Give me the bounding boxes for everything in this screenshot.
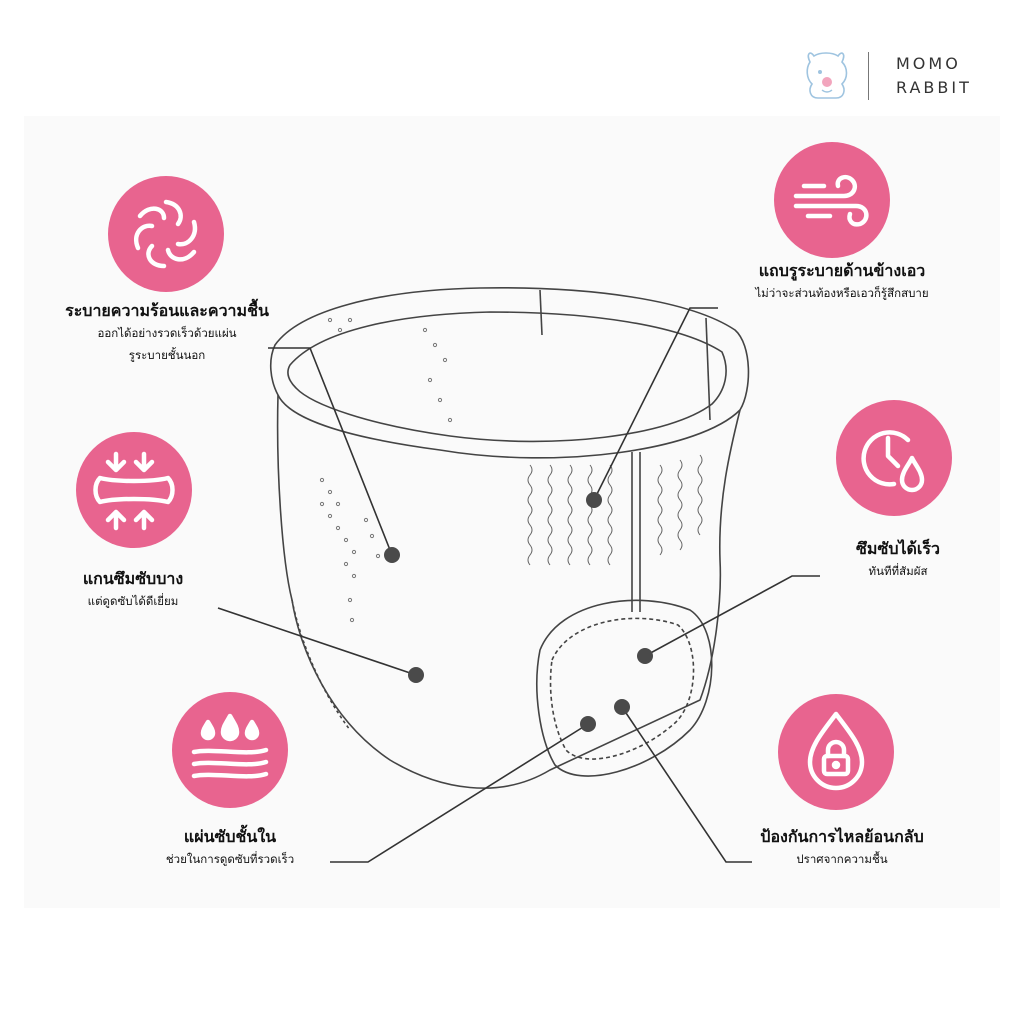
feature-label-4: ซึมซับได้เร็ว ทันทีที่สัมผัส bbox=[830, 538, 966, 582]
feature-label-5: แผ่นซับชั้นใน ช่วยในการดูดซับที่รวดเร็ว bbox=[140, 826, 320, 870]
feature-desc-5a: ช่วยในการดูดซับที่รวดเร็ว bbox=[165, 852, 295, 866]
feature-desc-2a: ไม่ว่าจะส่วนท้องหรือเอวก็รู้สึกสบาย bbox=[755, 286, 929, 300]
waistband-inner bbox=[287, 311, 727, 443]
pointer-dot-1 bbox=[384, 547, 400, 563]
swirl-icon bbox=[108, 176, 224, 292]
brand-logo: MOMO RABBIT bbox=[800, 48, 990, 104]
feature-desc-1a: ออกได้อย่างรวดเร็วด้วยแผ่น bbox=[97, 326, 237, 340]
diaper-body bbox=[276, 394, 741, 789]
feature-label-3: แกนซึมซับบาง แต่ดูดซับได้ดีเยี่ยม bbox=[58, 568, 208, 612]
feature-desc-1b: รูระบายชั้นนอก bbox=[128, 348, 206, 362]
brand-line-2: RABBIT bbox=[896, 78, 972, 97]
leader-line-1 bbox=[268, 347, 393, 556]
perforation-upper bbox=[327, 317, 453, 423]
feature-label-1: ระบายความร้อนและความชื้น ออกได้อย่างรวดเ… bbox=[52, 300, 282, 366]
feature-title-1: ระบายความร้อนและความชื้น bbox=[65, 301, 269, 320]
brand-name: MOMO RABBIT bbox=[896, 52, 972, 100]
feature-title-4: ซึมซับได้เร็ว bbox=[856, 539, 940, 558]
leader-line-2 bbox=[593, 307, 718, 501]
perforation-left bbox=[319, 477, 381, 623]
feature-title-5: แผ่นซับชั้นใน bbox=[183, 827, 277, 846]
feature-label-6: ป้องกันการไหลย้อนกลับ ปราศจากความชื้น bbox=[744, 826, 940, 870]
feature-desc-3a: แต่ดูดซับได้ดีเยี่ยม bbox=[87, 594, 179, 608]
wind-icon bbox=[774, 142, 890, 258]
leader-line-6 bbox=[621, 706, 752, 863]
compress-icon bbox=[76, 432, 192, 548]
leader-line-4 bbox=[644, 575, 820, 657]
feature-label-2: แถบรูระบายด้านข้างเอว ไม่ว่าจะส่วนท้องหร… bbox=[732, 260, 952, 304]
feature-title-6: ป้องกันการไหลย้อนกลับ bbox=[760, 827, 924, 846]
pointer-dot-5 bbox=[580, 716, 596, 732]
feature-desc-4a: ทันทีที่สัมผัส bbox=[868, 564, 928, 578]
perforation-pattern bbox=[319, 317, 453, 623]
pointer-dot-2 bbox=[586, 492, 602, 508]
feature-title-3: แกนซึมซับบาง bbox=[82, 569, 184, 588]
pointer-dot-6 bbox=[614, 699, 630, 715]
leader-line-3 bbox=[217, 607, 417, 676]
brand-line-1: MOMO bbox=[896, 54, 961, 73]
leg-opening bbox=[536, 599, 713, 777]
side-vent-pattern bbox=[527, 454, 703, 566]
feature-title-2: แถบรูระบายด้านข้างเอว bbox=[758, 261, 926, 280]
layers-drops-icon bbox=[172, 692, 288, 808]
clock-drop-icon bbox=[836, 400, 952, 516]
feature-desc-6a: ปราศจากความชื้น bbox=[796, 852, 888, 866]
leader-line-5 bbox=[330, 723, 589, 863]
pointer-dot-4 bbox=[637, 648, 653, 664]
drop-lock-icon bbox=[778, 694, 894, 810]
brand-divider bbox=[868, 52, 869, 100]
rabbit-logo-icon bbox=[806, 52, 848, 99]
waistband-outer bbox=[269, 287, 750, 459]
pointer-dot-3 bbox=[408, 667, 424, 683]
